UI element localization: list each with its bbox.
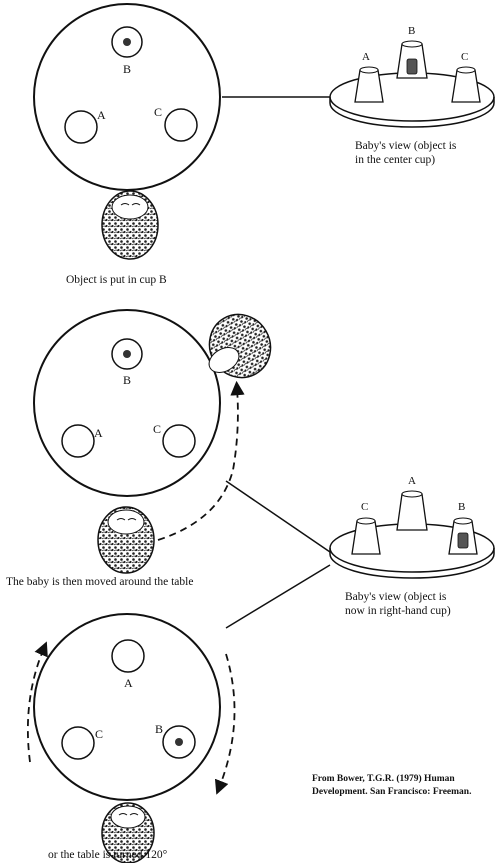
- view-label-c: C: [361, 501, 368, 513]
- table-circle: [34, 310, 220, 496]
- cup-label-c: C: [95, 727, 103, 741]
- rotation-arrow-right: [219, 654, 235, 788]
- view-label-b: B: [408, 25, 415, 37]
- cup-label-c: C: [154, 105, 162, 119]
- baby-view-caption-1-line2: in the center cup): [355, 154, 435, 166]
- caption-3: or the table is turned 120°: [48, 849, 168, 861]
- panel-3: A C B or the table is turned 120°: [28, 614, 235, 863]
- baby-view-table: C A B: [330, 475, 494, 578]
- source-citation-line2: Development. San Francisco: Freeman.: [312, 787, 471, 797]
- cup-label-b: B: [155, 722, 163, 736]
- baby-view-caption-2-line2: now in right-hand cup): [345, 605, 451, 617]
- baby-view-caption-2-line1: Baby's view (object is: [345, 591, 447, 603]
- view-cup-c: [452, 70, 480, 102]
- cup-label-b: B: [123, 373, 131, 387]
- connector-line-lower: [226, 565, 330, 628]
- cup-label-a: A: [94, 426, 103, 440]
- caption-1: Object is put in cup B: [66, 274, 167, 286]
- cup-a: [65, 111, 97, 143]
- baby-head-start: [98, 507, 154, 573]
- baby-view-table: A B C: [330, 25, 494, 127]
- cup-a: [62, 425, 94, 457]
- hidden-object: [123, 350, 131, 358]
- source-citation-line1: From Bower, T.G.R. (1979) Human: [312, 773, 455, 784]
- cup-c: [62, 727, 94, 759]
- cup-c: [165, 109, 197, 141]
- table-circle: [34, 614, 220, 800]
- baby-head-moved: [198, 303, 282, 388]
- cup-a: [112, 640, 144, 672]
- caption-2: The baby is then moved around the table: [6, 576, 193, 588]
- view-cup-a: [355, 70, 383, 102]
- view-label-b: B: [458, 501, 465, 513]
- cup-label-b: B: [123, 62, 131, 76]
- hidden-object: [175, 738, 183, 746]
- baby-head: [102, 191, 158, 259]
- view-label-a: A: [362, 51, 370, 63]
- view-object: [458, 533, 468, 548]
- connector-line-upper: [226, 481, 330, 552]
- cup-label-a: A: [97, 108, 106, 122]
- view-object: [407, 59, 417, 74]
- baby-view-caption-1-line1: Baby's view (object is: [355, 140, 457, 152]
- view-label-c: C: [461, 51, 468, 63]
- view-cup-a: [397, 494, 427, 530]
- table-circle: [34, 4, 220, 190]
- cup-label-c: C: [153, 422, 161, 436]
- view-cup-c: [352, 521, 380, 554]
- panel-2: B A C The baby is then moved around the …: [6, 303, 494, 628]
- panel-1: B A C Object is put in cup B A B: [34, 4, 494, 286]
- cup-label-a: A: [124, 676, 133, 690]
- cup-c: [163, 425, 195, 457]
- view-label-a: A: [408, 475, 416, 487]
- hidden-object: [123, 38, 131, 46]
